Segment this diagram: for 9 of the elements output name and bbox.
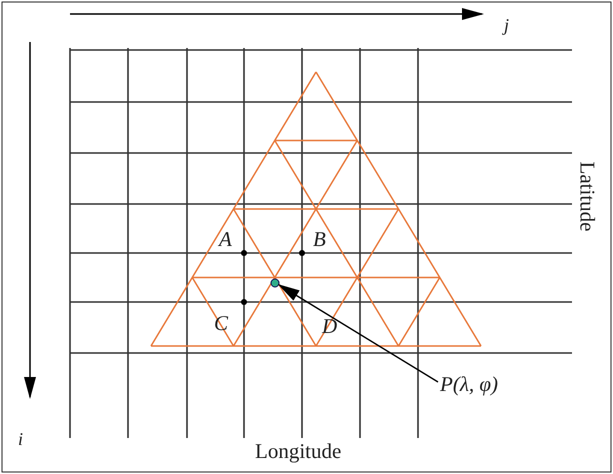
interpolation-point: [270, 278, 280, 288]
point-label: A: [219, 229, 232, 250]
axis-title: Longitude: [255, 441, 342, 462]
point-label: P(λ, φ): [440, 374, 498, 395]
point-label: B: [313, 229, 326, 250]
axis-label: i: [18, 430, 24, 448]
axis-title: Latitude: [576, 162, 598, 232]
leader-line: [278, 284, 438, 383]
axis-label: j: [504, 16, 510, 34]
